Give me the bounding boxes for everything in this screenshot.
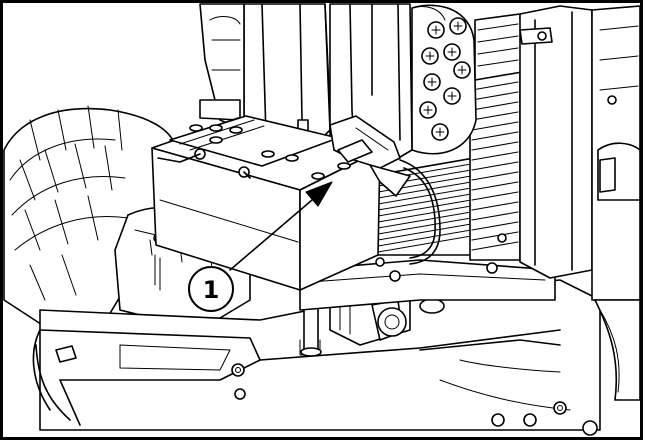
filter-housing — [411, 4, 477, 155]
chassis-bolts — [231, 363, 598, 436]
callout-1: 1 — [188, 266, 234, 312]
positive-terminal-clamp — [329, 115, 441, 265]
battery — [151, 115, 381, 291]
right-frame — [486, 5, 593, 279]
right-side-components — [591, 5, 641, 401]
radiator — [375, 13, 523, 261]
callout-circle — [188, 266, 234, 312]
engine-top-left — [199, 3, 245, 131]
callout-arrow — [229, 181, 333, 271]
battery-terminals — [157, 148, 251, 179]
battery-cell-caps — [189, 124, 351, 180]
drain-plug — [419, 298, 445, 314]
housing-screws — [419, 17, 471, 141]
callout-label: 1 — [203, 276, 220, 304]
chassis-frame — [32, 279, 601, 431]
